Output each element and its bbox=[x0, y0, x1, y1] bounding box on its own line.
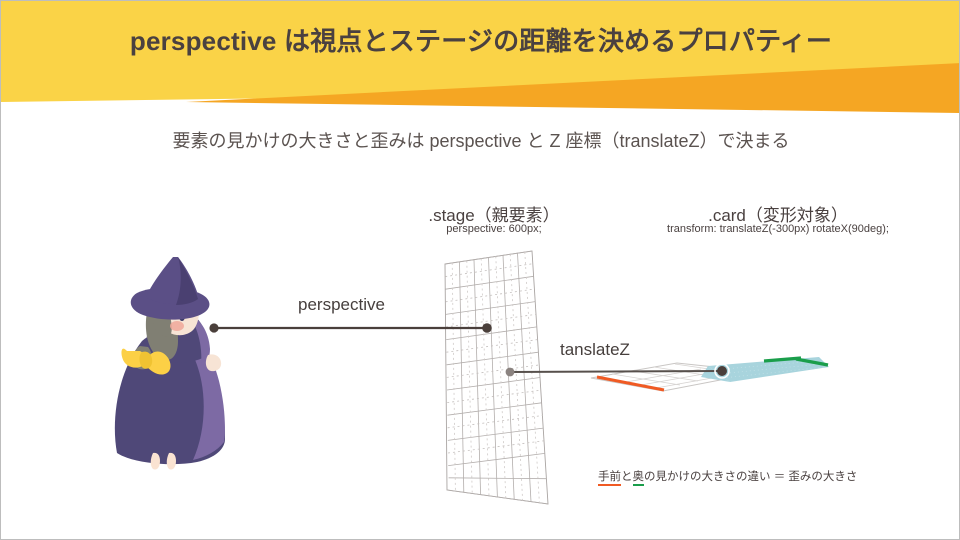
translatez-connector-start-dot bbox=[505, 367, 515, 377]
translatez-label: tanslateZ bbox=[560, 340, 630, 359]
legend-equals: ＝ bbox=[773, 471, 786, 483]
witch-sleeve bbox=[187, 313, 210, 366]
witch-bow bbox=[121, 348, 171, 375]
page-title: perspective は視点とステージの距離を決めるプロパティー bbox=[129, 26, 833, 56]
witch-foot-left bbox=[150, 452, 160, 470]
legend-far-term: 奥 bbox=[632, 471, 644, 486]
legend-caption: 手前と奥の見かけの大きさの違い ＝ 歪みの大きさ bbox=[598, 468, 858, 486]
stage-grid-plane bbox=[444, 250, 549, 505]
stage-code-note: perspective: 600px; bbox=[446, 223, 542, 235]
card-far-edge-green-2 bbox=[763, 356, 802, 363]
card-heading: .card（変形対象） bbox=[708, 206, 848, 225]
translatez-connector-end-dot bbox=[717, 366, 727, 376]
witch-hat-cone-shade bbox=[176, 257, 198, 305]
legend-result: 歪みの大きさ bbox=[788, 471, 858, 483]
witch-hand bbox=[205, 354, 222, 372]
card-plane-fill bbox=[708, 357, 829, 382]
perspective-label: perspective bbox=[298, 295, 385, 314]
header-orange-wedge bbox=[186, 63, 959, 113]
witch-blush bbox=[170, 321, 184, 331]
witch-foot-right bbox=[166, 452, 176, 470]
stage-heading: .stage（親要素） bbox=[428, 206, 560, 225]
perspective-connector-end-dot bbox=[482, 323, 492, 333]
translatez-connector bbox=[505, 363, 730, 379]
legend-mid-1: と bbox=[621, 471, 633, 483]
legend-mid-2: の見かけの大きさの違い bbox=[644, 471, 771, 483]
card-code-note: transform: translateZ(-300px) rotateX(90… bbox=[667, 223, 889, 235]
witch-character bbox=[114, 257, 225, 470]
perspective-connector bbox=[209, 323, 492, 333]
witch-robe-highlight bbox=[182, 331, 225, 460]
legend-near-term: 手前 bbox=[598, 471, 621, 486]
card-far-edge-green bbox=[795, 357, 829, 367]
perspective-connector-start-dot bbox=[209, 323, 219, 333]
page-subtitle: 要素の見かけの大きさと歪みは perspective と Z 座標（transl… bbox=[172, 131, 790, 151]
translatez-connector-end-ring bbox=[714, 363, 730, 379]
reference-near-edge-orange bbox=[596, 375, 665, 392]
